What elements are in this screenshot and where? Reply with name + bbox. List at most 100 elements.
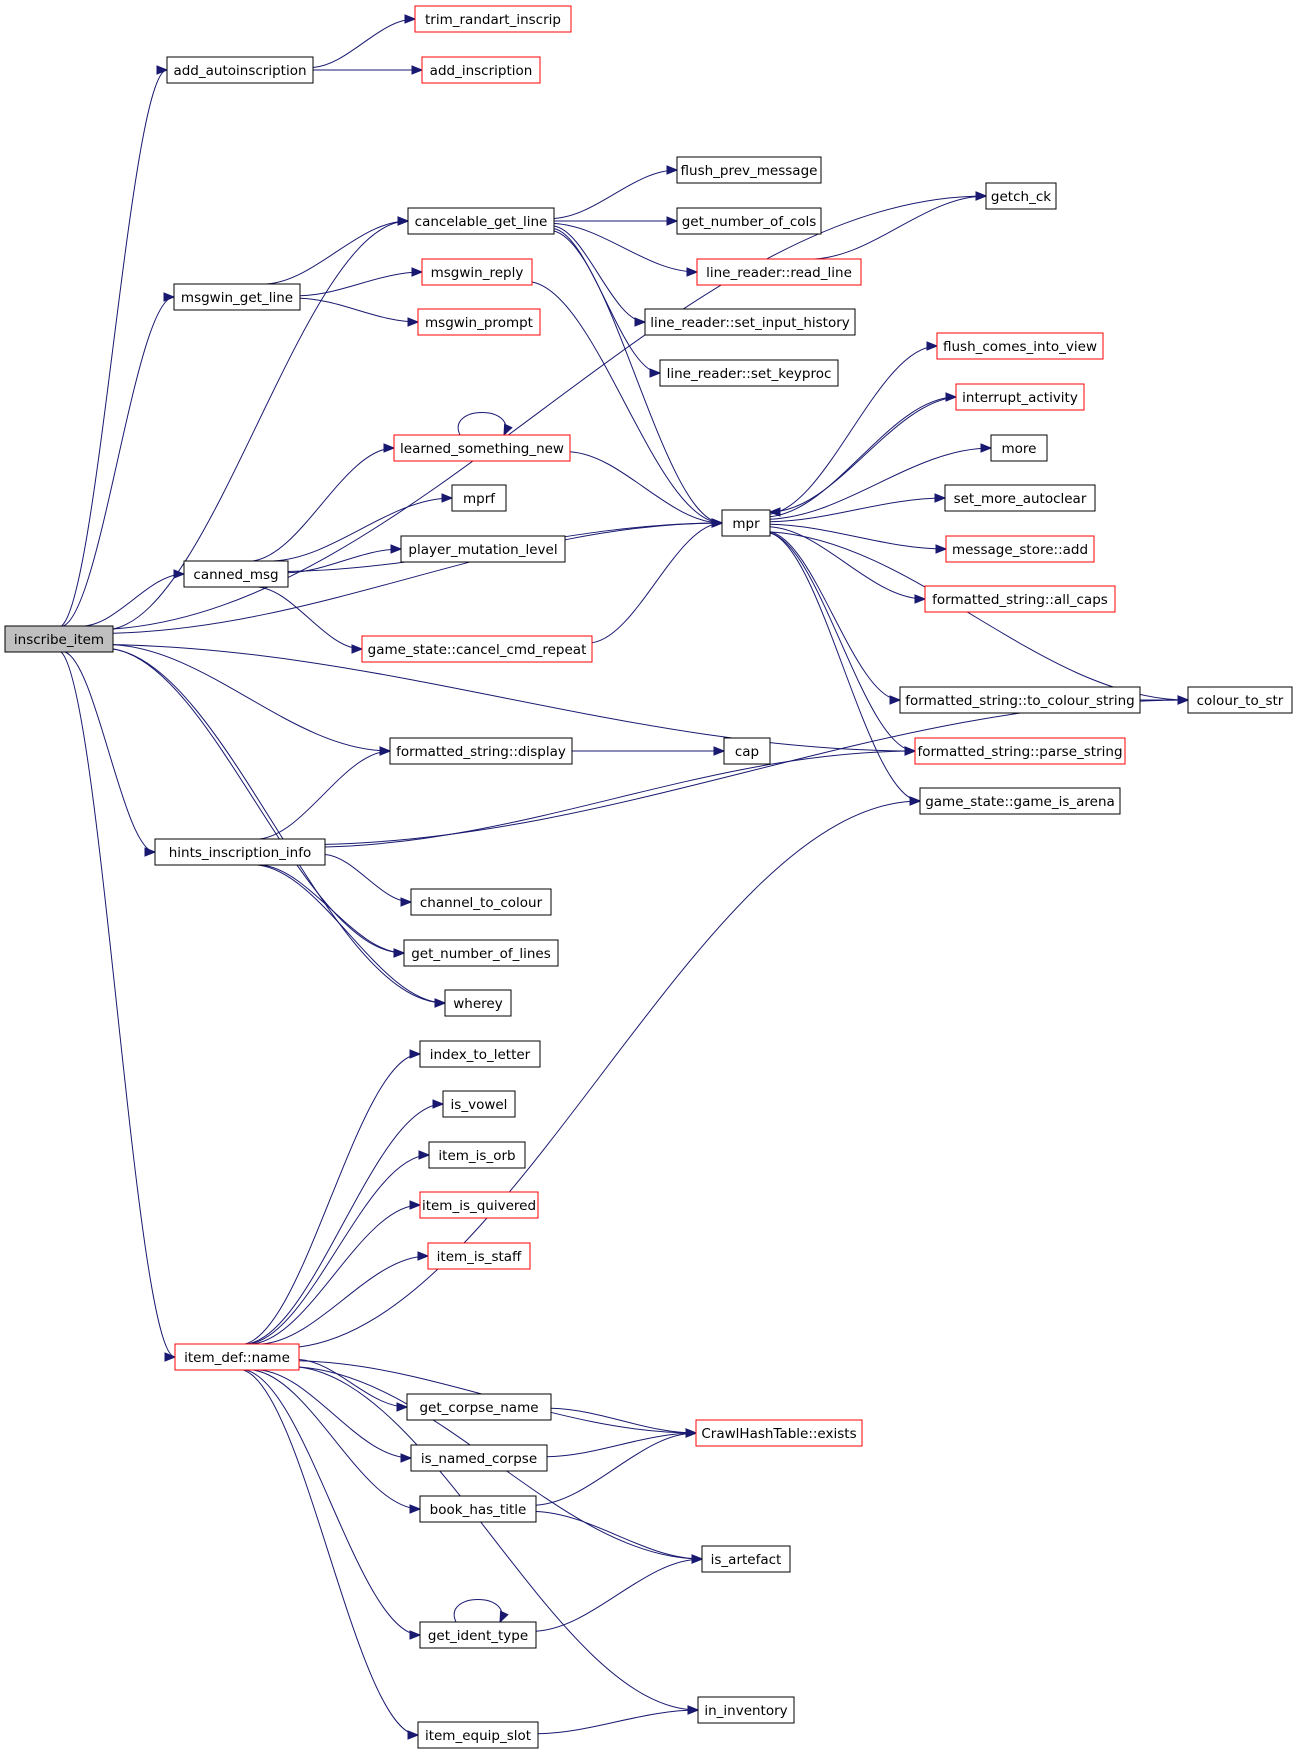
node-add_autoinscription[interactable]: add_autoinscription [166,56,314,84]
node-box[interactable] [421,56,541,84]
node-colour_to_str[interactable]: colour_to_str [1187,686,1293,714]
node-get_corpse_name[interactable]: get_corpse_name [406,1393,552,1421]
node-book_has_title[interactable]: book_has_title [419,1495,537,1523]
node-line_reader_read_line[interactable]: line_reader::read_line [696,258,862,286]
node-box[interactable] [985,182,1057,210]
node-box[interactable] [421,258,533,286]
node-box[interactable] [676,207,822,235]
node-msgwin_get_line[interactable]: msgwin_get_line [173,283,301,311]
node-mpr[interactable]: mpr [721,509,771,537]
node-box[interactable] [955,383,1085,411]
node-inscribe_item[interactable]: inscribe_item [4,625,114,653]
node-msgwin_reply[interactable]: msgwin_reply [421,258,533,286]
node-box[interactable] [644,308,856,336]
node-game_state_cancel_cmd_repeat[interactable]: game_state::cancel_cmd_repeat [361,635,593,663]
node-mprf[interactable]: mprf [451,484,507,512]
node-box[interactable] [721,509,771,537]
node-box[interactable] [428,1141,526,1169]
node-box[interactable] [410,1444,548,1472]
node-box[interactable] [919,787,1121,815]
node-more[interactable]: more [990,434,1048,462]
node-set_more_autoclear[interactable]: set_more_autoclear [944,484,1096,512]
node-getch_ck[interactable]: getch_ck [985,182,1057,210]
node-box[interactable] [945,535,1095,563]
node-line_reader_set_input_history[interactable]: line_reader::set_input_history [644,308,856,336]
node-formatted_string_parse_string[interactable]: formatted_string::parse_string [914,737,1126,765]
node-is_vowel[interactable]: is_vowel [442,1090,516,1118]
node-crawlhashtable_exists[interactable]: CrawlHashTable::exists [695,1419,863,1447]
node-box[interactable] [389,737,573,765]
node-box[interactable] [442,1090,516,1118]
node-box[interactable] [173,283,301,311]
node-formatted_string_all_caps[interactable]: formatted_string::all_caps [924,585,1116,613]
node-flush_prev_message[interactable]: flush_prev_message [676,156,822,184]
node-msgwin_prompt[interactable]: msgwin_prompt [417,308,541,336]
node-box[interactable] [1187,686,1293,714]
node-box[interactable] [174,1343,300,1371]
node-box[interactable] [4,625,114,653]
node-box[interactable] [696,258,862,286]
node-box[interactable] [990,434,1048,462]
node-trim_randart_inscrip[interactable]: trim_randart_inscrip [414,5,572,33]
node-box[interactable] [723,737,771,765]
node-box[interactable] [419,1621,537,1649]
node-box[interactable] [361,635,593,663]
node-box[interactable] [393,434,571,462]
node-formatted_string_to_colour_string[interactable]: formatted_string::to_colour_string [899,686,1141,714]
node-box[interactable] [419,1040,541,1068]
node-box[interactable] [166,56,314,84]
node-item_is_orb[interactable]: item_is_orb [428,1141,526,1169]
node-item_equip_slot[interactable]: item_equip_slot [417,1721,539,1749]
node-box[interactable] [406,1393,552,1421]
node-box[interactable] [407,207,555,235]
node-box[interactable] [697,1696,795,1724]
node-box[interactable] [899,686,1141,714]
node-box[interactable] [183,560,289,588]
node-cancelable_get_line[interactable]: cancelable_get_line [407,207,555,235]
node-box[interactable] [936,332,1104,360]
node-formatted_string_display[interactable]: formatted_string::display [389,737,573,765]
node-box[interactable] [451,484,507,512]
node-box[interactable] [403,939,559,967]
node-in_inventory[interactable]: in_inventory [697,1696,795,1724]
node-message_store_add[interactable]: message_store::add [945,535,1095,563]
node-interrupt_activity[interactable]: interrupt_activity [955,383,1085,411]
node-box[interactable] [701,1545,791,1573]
node-box[interactable] [417,1721,539,1749]
node-box[interactable] [414,5,572,33]
node-box[interactable] [417,308,541,336]
node-get_number_of_lines[interactable]: get_number_of_lines [403,939,559,967]
node-box[interactable] [419,1191,539,1219]
node-box[interactable] [427,1242,531,1270]
node-box[interactable] [659,359,839,387]
node-add_inscription[interactable]: add_inscription [421,56,541,84]
node-box[interactable] [154,838,326,866]
node-get_number_of_cols[interactable]: get_number_of_cols [676,207,822,235]
node-cap[interactable]: cap [723,737,771,765]
node-item_is_quivered[interactable]: item_is_quivered [419,1191,539,1219]
node-flush_comes_into_view[interactable]: flush_comes_into_view [936,332,1104,360]
node-box[interactable] [944,484,1096,512]
node-item_def_name[interactable]: item_def::name [174,1343,300,1371]
node-get_ident_type[interactable]: get_ident_type [419,1621,537,1649]
node-hints_inscription_info[interactable]: hints_inscription_info [154,838,326,866]
node-player_mutation_level[interactable]: player_mutation_level [400,535,566,563]
node-game_state_game_is_arena[interactable]: game_state::game_is_arena [919,787,1121,815]
node-channel_to_colour[interactable]: channel_to_colour [410,888,552,916]
node-box[interactable] [676,156,822,184]
node-item_is_staff[interactable]: item_is_staff [427,1242,531,1270]
node-learned_something_new[interactable]: learned_something_new [393,434,571,462]
node-is_named_corpse[interactable]: is_named_corpse [410,1444,548,1472]
node-box[interactable] [924,585,1116,613]
node-box[interactable] [444,989,512,1017]
node-box[interactable] [400,535,566,563]
node-box[interactable] [410,888,552,916]
node-canned_msg[interactable]: canned_msg [183,560,289,588]
node-is_artefact[interactable]: is_artefact [701,1545,791,1573]
node-box[interactable] [914,737,1126,765]
node-line_reader_set_keyproc[interactable]: line_reader::set_keyproc [659,359,839,387]
node-box[interactable] [695,1419,863,1447]
node-wherey[interactable]: wherey [444,989,512,1017]
node-box[interactable] [419,1495,537,1523]
node-index_to_letter[interactable]: index_to_letter [419,1040,541,1068]
